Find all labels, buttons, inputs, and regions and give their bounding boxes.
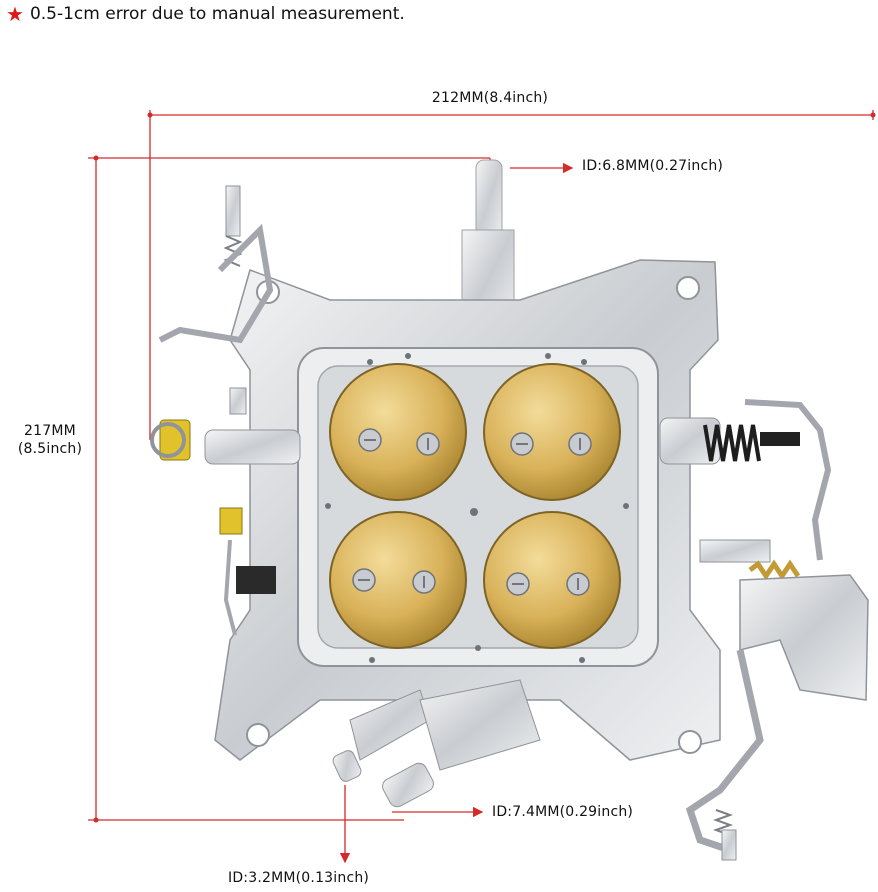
measurement-note-text: 0.5-1cm error due to manual measurement. bbox=[29, 4, 405, 24]
measurement-note: ★ 0.5-1cm error due to manual measuremen… bbox=[6, 4, 405, 24]
dimension-ticks bbox=[93, 112, 876, 823]
right-fitting-diameter-label: ID:7.4MM(0.29inch) bbox=[492, 804, 634, 820]
bottom-fitting-diameter-label: ID:3.2MM(0.13inch) bbox=[228, 870, 370, 886]
width-dimension-label: 212MM(8.4inch) bbox=[431, 90, 549, 106]
dimension-lines bbox=[88, 110, 874, 864]
star-icon: ★ bbox=[6, 2, 24, 26]
top-inlet-diameter-label: ID:6.8MM(0.27inch) bbox=[582, 158, 724, 174]
height-dimension-label-line1: 217MM bbox=[24, 423, 76, 439]
carburetor bbox=[150, 159, 869, 861]
height-dimension-label-line2: (8.5inch) bbox=[17, 441, 83, 457]
height-dimension-label: 217MM (8.5inch) bbox=[10, 422, 90, 458]
